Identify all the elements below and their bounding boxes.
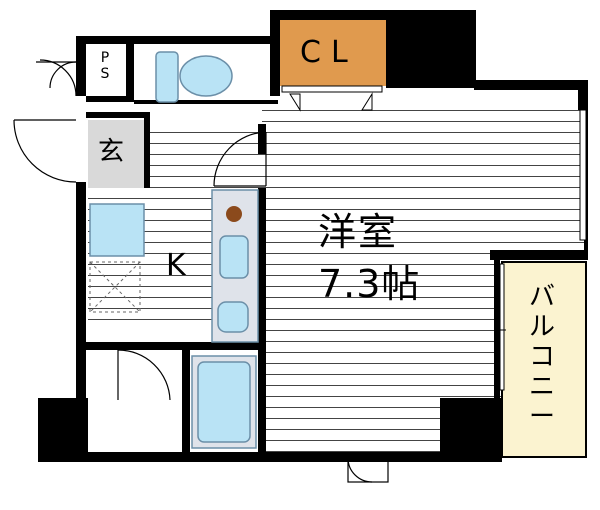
kitchen-label: K (166, 248, 186, 283)
closet-doors (281, 85, 383, 112)
western-room-size: 7.3帖 (318, 262, 421, 306)
entrance-label: 玄 (98, 137, 125, 167)
toilet-fixture (155, 51, 233, 103)
walls (38, 10, 588, 462)
bathtub (191, 355, 257, 449)
balcony-window (496, 263, 506, 391)
entrance-area (88, 120, 144, 188)
closet-label: CL (300, 35, 358, 70)
refrigerator (89, 203, 145, 257)
pipe-space-label: PS (100, 50, 110, 82)
right-window (579, 109, 587, 241)
balcony-area (501, 261, 587, 458)
washing-machine-space (89, 261, 141, 313)
doors (13, 59, 389, 483)
western-room-label: 洋室 (318, 210, 399, 254)
closet-area (278, 18, 388, 86)
balcony-label: バルコニー (528, 282, 555, 432)
kitchen-counter (211, 189, 259, 343)
